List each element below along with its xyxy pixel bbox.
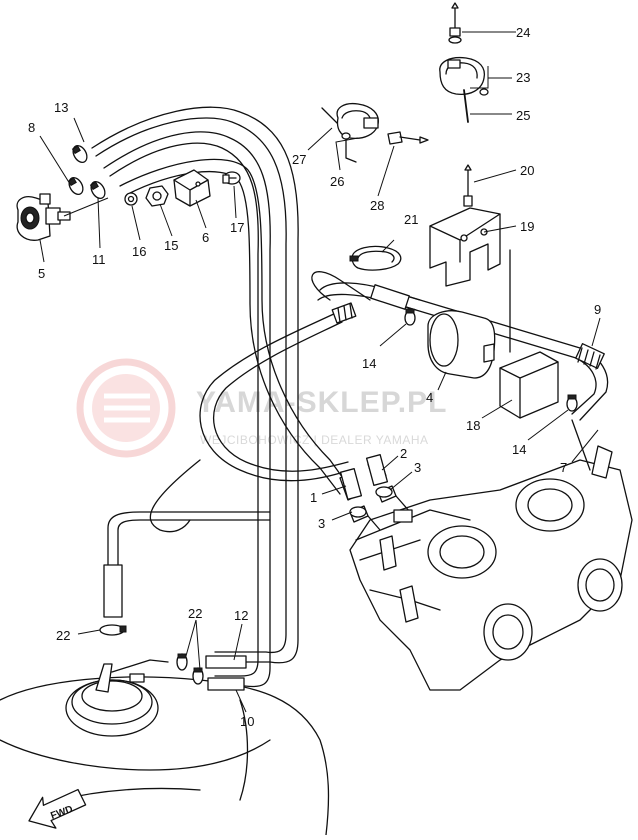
callout-18: 18: [466, 418, 480, 433]
callout-24: 24: [516, 25, 530, 40]
hose-joint-14a: [331, 302, 357, 324]
callout-22b: 22: [188, 606, 202, 621]
clamp-22b: [176, 653, 204, 685]
callout-9: 9: [594, 302, 601, 317]
callout-3b: 3: [318, 516, 325, 531]
part-27-holder: [321, 102, 379, 140]
clamps-left: [67, 144, 106, 200]
callout-14b: 14: [512, 442, 526, 457]
part-5-valve: [16, 193, 71, 241]
clamp-14a: [404, 308, 416, 326]
part-25-pin: [463, 89, 469, 123]
callout-28: 28: [370, 198, 384, 213]
watermark-brand: YAMA-SKLEP.PL: [196, 386, 447, 419]
part-24-bolt: [448, 2, 462, 44]
clamp-3b: [349, 506, 367, 518]
callout-3a: 3: [414, 460, 421, 475]
clamp-13: [71, 144, 88, 164]
callout-7: 7: [560, 460, 567, 475]
clamp-3a: [375, 486, 393, 498]
hose-ends-1-2: [339, 454, 393, 518]
part-23-holder: [439, 56, 489, 96]
callout-19: 19: [520, 219, 534, 234]
part-17-screw: [222, 171, 241, 185]
callout-26: 26: [330, 174, 344, 189]
callout-27: 27: [292, 152, 306, 167]
callout-16: 16: [132, 244, 146, 259]
clamp-11: [89, 180, 106, 200]
callout-10: 10: [240, 714, 254, 729]
part-28-bolt: [387, 131, 429, 145]
callout-13: 13: [54, 100, 68, 115]
callout-8: 8: [28, 120, 35, 135]
callout-22a: 22: [56, 628, 70, 643]
clamp-8: [67, 176, 84, 196]
part-16-washer: [124, 192, 138, 206]
watermark-logo: [76, 358, 176, 458]
watermark: YAMA-SKLEP.PL WEJCIBOHOWICZ | DEALER YAM…: [76, 358, 447, 458]
breather-hose-loop: [103, 271, 371, 618]
clamp-22a: [99, 624, 127, 636]
callout-21: 21: [404, 212, 418, 227]
fwd-arrow: FWD: [28, 788, 87, 829]
fuel-tank: [0, 624, 330, 836]
callout-4: 4: [426, 390, 433, 405]
callout-12: 12: [234, 608, 248, 623]
callout-5: 5: [38, 266, 45, 281]
hose-end-22: [103, 564, 123, 618]
callout-14a: 14: [362, 356, 376, 371]
callout-23: 23: [516, 70, 530, 85]
callout-25: 25: [516, 108, 530, 123]
part-19-bracket: [429, 207, 511, 353]
watermark-tagline: WEJCIBOHOWICZ | DEALER YAMAHA: [200, 433, 429, 447]
callout-6: 6: [202, 230, 209, 245]
vent-hoses: [91, 106, 351, 688]
callout-20: 20: [520, 163, 534, 178]
part-6-cap: [173, 169, 211, 207]
part-26-screw: [341, 132, 357, 163]
callout-17: 17: [230, 220, 244, 235]
clamp-14b: [566, 394, 578, 412]
part-18-cushion: [499, 351, 559, 419]
part-9-sleeve: [575, 343, 605, 370]
part-15-nut: [145, 185, 169, 207]
callout-11: 11: [92, 252, 106, 267]
callout-labels: 24 23 25 13 8 27 26 28 20 19 21 17 6 15 …: [28, 25, 601, 729]
carburetor-assembly: [339, 419, 633, 691]
leader-lines: [39, 31, 601, 713]
part-4-canister: [427, 310, 496, 379]
callout-15: 15: [164, 238, 178, 253]
part-20-bolt: [463, 164, 473, 207]
callout-2: 2: [400, 446, 407, 461]
callout-1: 1: [310, 490, 317, 505]
hose-9-assembly: [317, 282, 609, 421]
part-21-clamp: [349, 245, 402, 271]
